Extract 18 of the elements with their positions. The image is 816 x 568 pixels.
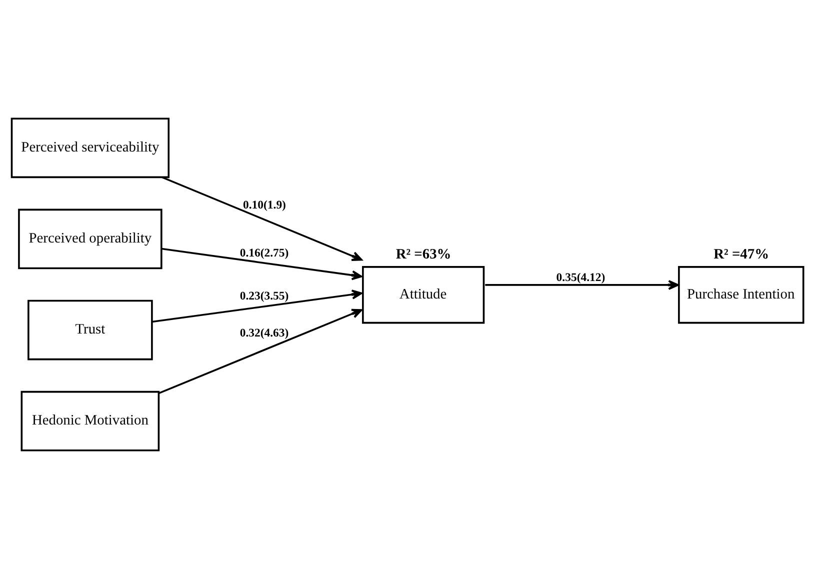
edge-label: 0.35(4.12) bbox=[556, 270, 606, 284]
edge-label: 0.23(3.55) bbox=[240, 289, 289, 302]
node-label: R² =47% bbox=[714, 246, 769, 262]
node-box: Hedonic Motivation bbox=[20, 390, 160, 451]
node-box: Attitude bbox=[362, 266, 485, 324]
arrow bbox=[158, 308, 362, 394]
edge-label: 0.10(1.9) bbox=[243, 198, 286, 212]
node-box: Purchase Intention bbox=[678, 266, 804, 324]
edge-label: 0.32(4.63) bbox=[240, 326, 289, 340]
arrow bbox=[162, 247, 362, 280]
node-box: Perceived operability bbox=[18, 208, 162, 269]
arrow bbox=[485, 280, 679, 290]
node-box: Trust bbox=[28, 299, 153, 360]
node-label: R² =63% bbox=[396, 246, 452, 262]
node-box: Perceived serviceability bbox=[10, 117, 170, 178]
arrow bbox=[162, 176, 362, 260]
arrow bbox=[152, 289, 362, 322]
edge-label: 0.16(2.75) bbox=[240, 246, 289, 259]
